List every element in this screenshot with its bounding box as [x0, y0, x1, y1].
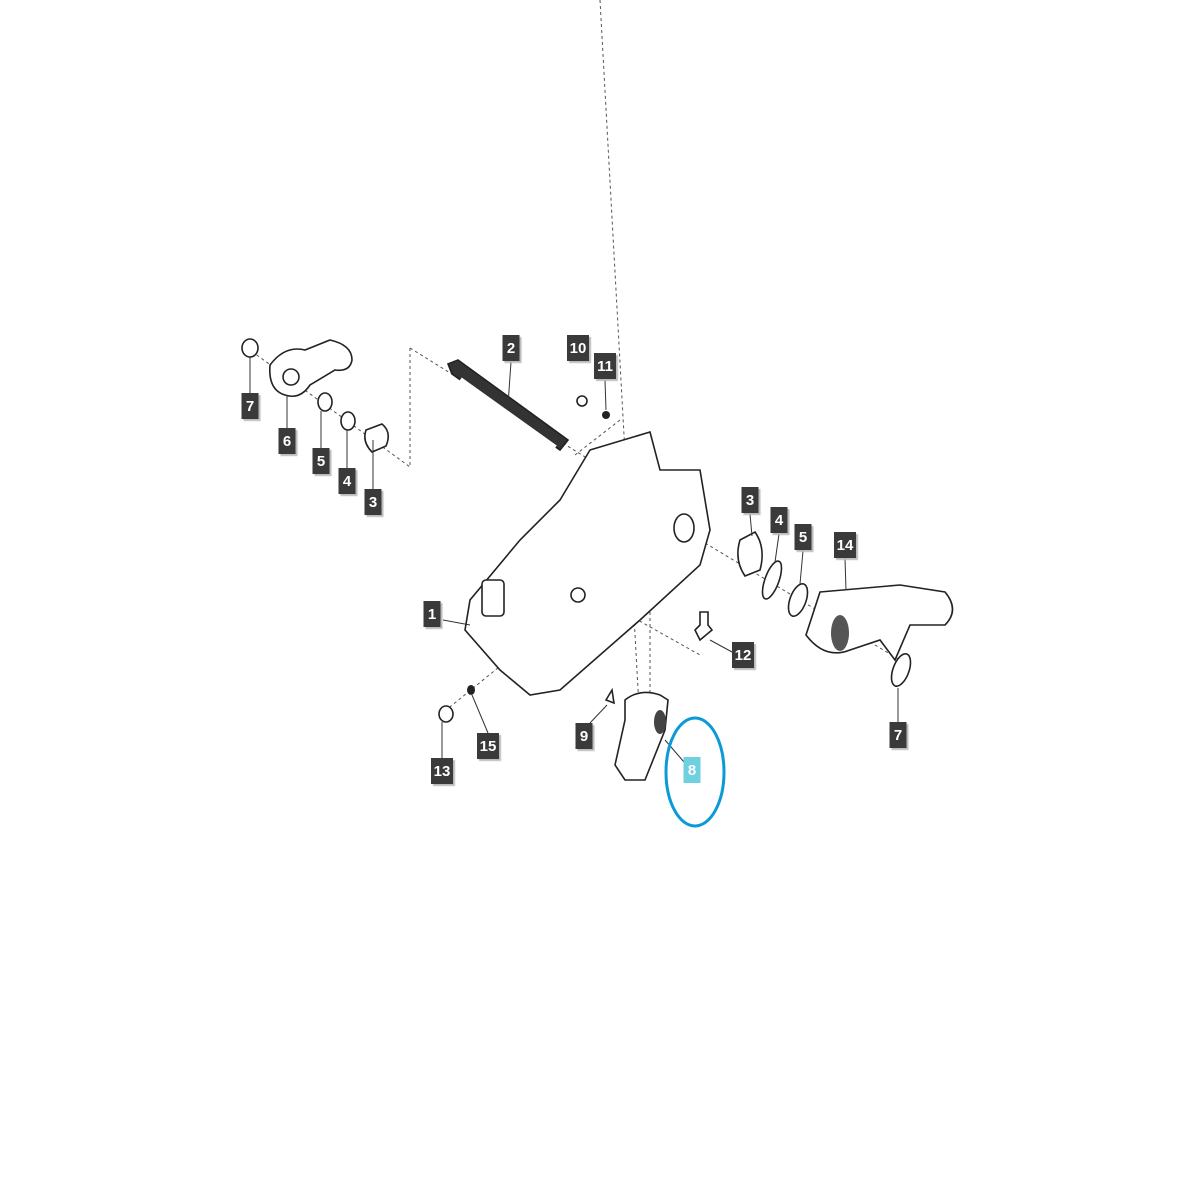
callout-label-7[interactable]: 7 — [241, 393, 259, 419]
callout-label-5[interactable]: 5 — [312, 448, 330, 474]
callout-label-3[interactable]: 3 — [364, 489, 382, 515]
bushing-3-left — [364, 423, 390, 453]
lift-arm-right — [805, 584, 954, 662]
callout-label-15[interactable]: 15 — [477, 733, 499, 759]
callout-label-12[interactable]: 12 — [732, 642, 754, 668]
washer-11 — [602, 411, 610, 419]
o-ring-4-left — [340, 411, 356, 431]
callout-label-7[interactable]: 7 — [889, 722, 907, 748]
lever-8 — [614, 691, 669, 781]
ring-5-left — [317, 392, 333, 412]
leader-lines — [249, 357, 899, 763]
callout-label-6[interactable]: 6 — [278, 428, 296, 454]
sensor-12 — [694, 611, 714, 642]
lift-arm-left — [268, 339, 353, 398]
pin-9 — [604, 687, 615, 705]
arm-spline-bore — [282, 368, 300, 386]
callout-label-3[interactable]: 3 — [741, 487, 759, 513]
callout-label-9[interactable]: 9 — [575, 723, 593, 749]
callout-label-4[interactable]: 4 — [338, 468, 356, 494]
bolt-10 — [576, 395, 588, 407]
highlight-ring — [664, 716, 726, 828]
plug-13 — [438, 705, 454, 723]
ring-5-right — [787, 582, 809, 618]
callout-label-2[interactable]: 2 — [502, 335, 520, 361]
lever-bore — [654, 710, 666, 734]
valve-block — [481, 579, 505, 617]
arm-right-bore — [831, 615, 849, 651]
bushing-3-right — [737, 530, 763, 577]
callout-label-10[interactable]: 10 — [567, 335, 589, 361]
callout-label-14[interactable]: 14 — [834, 532, 856, 558]
o-ring-7-right — [890, 652, 912, 688]
callout-label-8[interactable]: 8 — [683, 757, 701, 783]
callout-label-11[interactable]: 11 — [594, 353, 616, 379]
callout-label-4[interactable]: 4 — [770, 507, 788, 533]
callout-label-1[interactable]: 1 — [423, 601, 441, 627]
housing-bore — [673, 513, 695, 543]
lift-housing — [464, 430, 711, 696]
callout-label-13[interactable]: 13 — [431, 758, 453, 784]
o-ring-4-right — [761, 560, 783, 600]
o-ring-7-left — [241, 338, 259, 358]
callout-label-5[interactable]: 5 — [794, 524, 812, 550]
housing-plug — [570, 587, 586, 603]
seal-15 — [467, 685, 475, 695]
